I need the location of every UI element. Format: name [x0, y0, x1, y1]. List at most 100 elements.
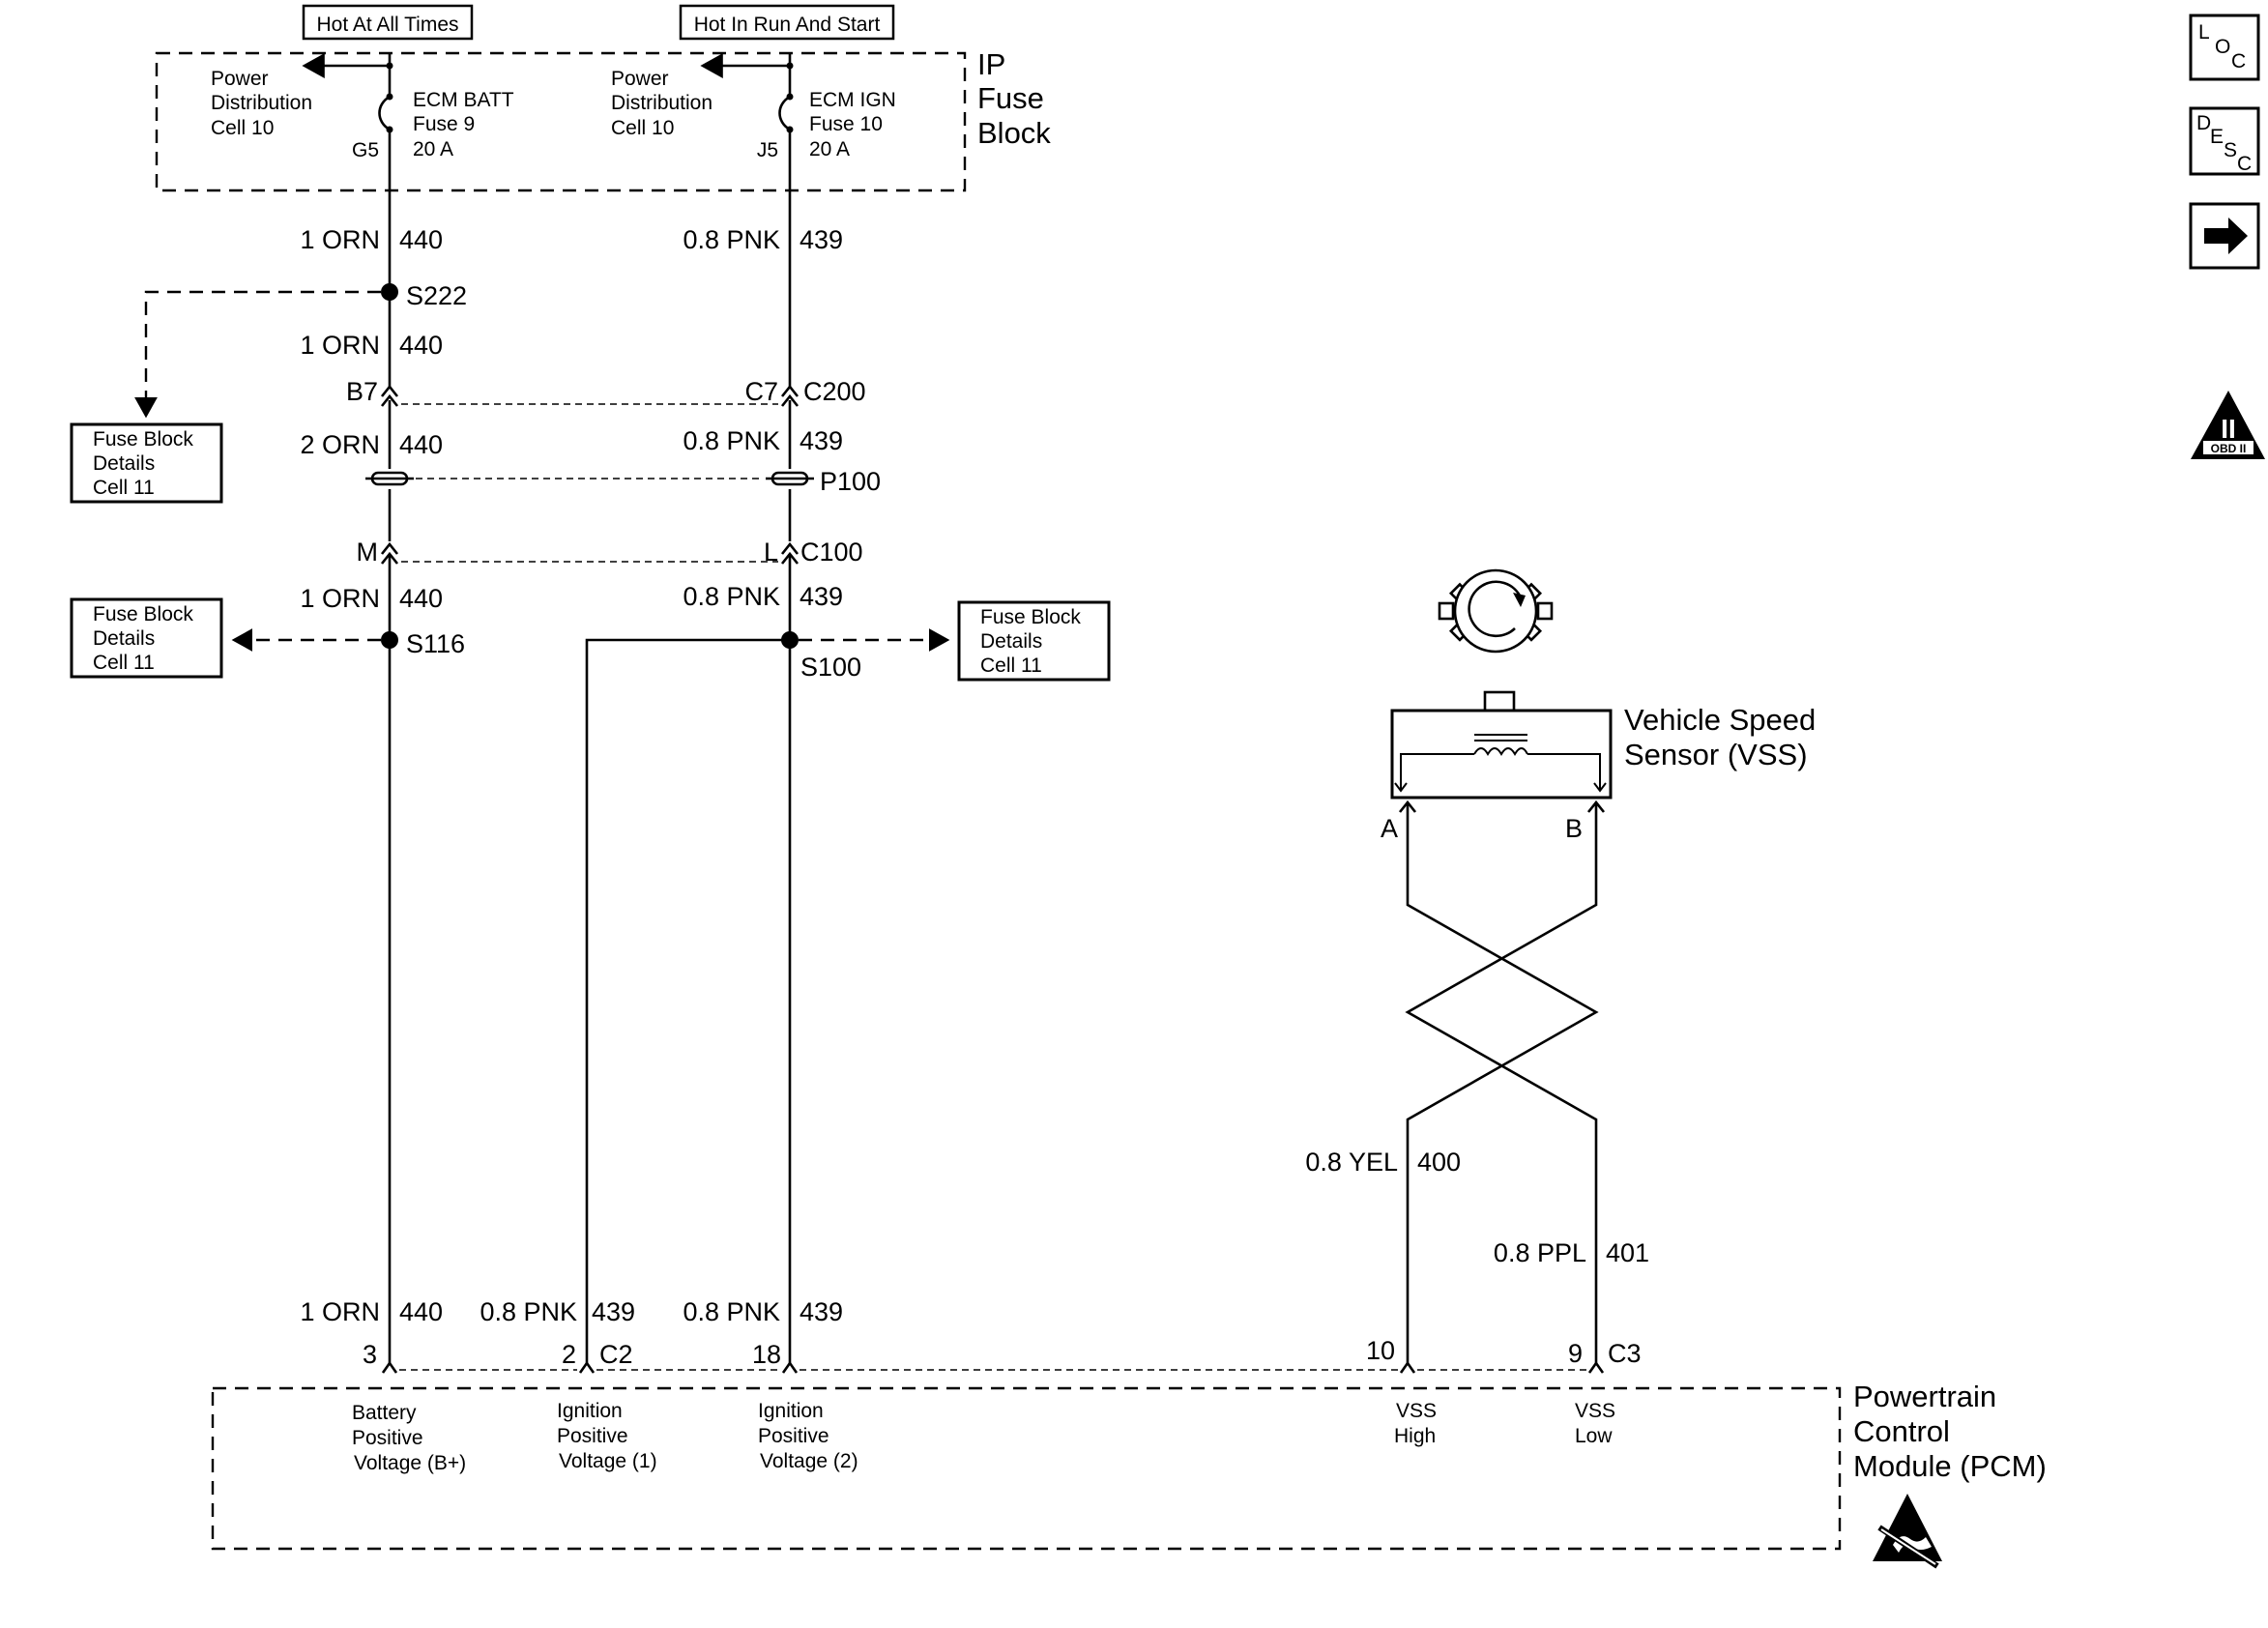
power-distribution-label-right-2: Distribution [611, 92, 712, 114]
svg-text:S: S [2224, 139, 2237, 161]
wire-circuit-401: 401 [1606, 1238, 1649, 1267]
pcm-title-2: Control [1853, 1414, 1950, 1448]
power-distribution-label-left-2: Distribution [211, 92, 312, 114]
fuse-block-details-box-1: Fuse Block Details Cell 11 [70, 422, 223, 504]
vss-reluctor-icon [1438, 568, 1554, 654]
wire-label-08-pnk-5: 0.8 PNK [683, 1297, 780, 1326]
wire-439-branch-ign1 [585, 638, 790, 1353]
svg-text:Hot In Run And Start: Hot In Run And Start [694, 14, 881, 36]
fuse-10-label: Fuse 10 [809, 113, 883, 135]
pcm-outline [211, 1386, 1842, 1551]
splice-s116: S116 [381, 629, 465, 658]
wire-circuit-440-3: 440 [399, 430, 443, 459]
connector-c7: C7 [744, 377, 778, 406]
vss-label: Vehicle Speed [1624, 703, 1816, 737]
pcm-ign1-label-2: Positive [557, 1425, 628, 1447]
wire-circuit-439-5: 439 [800, 1297, 843, 1326]
vss-sensor-body [1390, 709, 1613, 799]
fuse-block-details-box-3: Fuse Block Details Cell 11 [957, 600, 1111, 682]
svg-text:S100: S100 [800, 653, 861, 682]
loc-button[interactable]: L O C [2189, 14, 2260, 81]
svg-text:Hot At All Times: Hot At All Times [316, 14, 458, 36]
svg-text:L: L [2198, 21, 2210, 44]
wire-label-1-orn-4: 1 ORN [300, 1297, 380, 1326]
vss-sensor-stem [1483, 690, 1516, 712]
connector-b7: B7 [346, 377, 378, 406]
ip-fuse-block-outline [155, 51, 967, 192]
passthrough-p100 [365, 471, 814, 486]
splice-s222: S222 [381, 281, 467, 310]
connector-l: L [764, 538, 778, 567]
svg-text:Cell 11: Cell 11 [93, 477, 155, 499]
wire-circuit-440: 440 [399, 225, 443, 254]
passthrough-p100-label: P100 [820, 467, 881, 496]
pcm-pin-2: 2 [562, 1340, 576, 1369]
pcm-pin-9: 9 [1568, 1339, 1583, 1368]
vss-label-2: Sensor (VSS) [1624, 738, 1808, 771]
pcm-battery-label-3: Voltage (B+) [354, 1452, 466, 1474]
wire-circuit-439-2: 439 [800, 426, 843, 455]
fuse-10-rating: 20 A [809, 138, 850, 160]
svg-text:Fuse Block: Fuse Block [980, 606, 1081, 628]
svg-text:Details: Details [93, 627, 155, 650]
obd-ii-button[interactable]: II OBD II [2191, 391, 2265, 459]
pcm-connector-terminals [381, 1353, 1605, 1374]
svg-text:Cell 11: Cell 11 [93, 652, 155, 674]
desc-button[interactable]: D E S C [2189, 106, 2260, 176]
fuse-block-details-box-2: Fuse Block Details Cell 11 [70, 597, 223, 679]
next-arrow-button[interactable] [2189, 202, 2260, 270]
power-distribution-label-left: Power [211, 68, 269, 90]
svg-text:S222: S222 [406, 281, 467, 310]
svg-text:C: C [2237, 153, 2252, 175]
svg-text:Cell 11: Cell 11 [980, 654, 1042, 677]
splice-s100: S100 [781, 631, 861, 682]
svg-text:OBD II: OBD II [2211, 442, 2247, 455]
wire-label-1-orn: 1 ORN [300, 225, 380, 254]
pcm-vss-high-label-2: High [1394, 1425, 1436, 1447]
ip-fuse-block-title-3: Block [977, 116, 1051, 150]
pcm-title: Powertrain [1853, 1380, 1996, 1413]
svg-text:Details: Details [980, 630, 1042, 653]
fuse-9-label: Fuse 9 [413, 113, 475, 135]
wire-label-08-ppl: 0.8 PPL [1494, 1238, 1586, 1267]
svg-text:S116: S116 [406, 629, 465, 658]
wire-label-08-pnk-3: 0.8 PNK [683, 582, 780, 611]
connector-m: M [357, 538, 379, 567]
pcm-connector-c2: C2 [599, 1340, 633, 1369]
connector-c200 [380, 384, 800, 407]
svg-text:Details: Details [93, 452, 155, 475]
wire-circuit-439: 439 [800, 225, 843, 254]
wire-label-1-orn-2: 1 ORN [300, 331, 380, 360]
svg-text:E: E [2210, 126, 2224, 148]
wire-circuit-440-4: 440 [399, 584, 443, 613]
svg-text:Fuse Block: Fuse Block [93, 603, 193, 625]
wire-circuit-440-2: 440 [399, 331, 443, 360]
wire-label-08-pnk: 0.8 PNK [683, 225, 780, 254]
ecm-ign-label: ECM IGN [809, 89, 896, 111]
svg-text:II: II [2221, 414, 2236, 444]
vss-pin-b: B [1565, 814, 1583, 843]
wire-label-08-yel: 0.8 YEL [1305, 1148, 1398, 1177]
power-distribution-cell-left: Cell 10 [211, 117, 274, 139]
hot-at-all-times-label: Hot At All Times [302, 4, 474, 41]
connector-c200-label: C200 [803, 377, 866, 406]
terminal-g5: G5 [352, 139, 379, 161]
pcm-vss-low-label-2: Low [1575, 1425, 1613, 1447]
vss-pin-a: A [1381, 814, 1398, 843]
pcm-ign2-label: Ignition [758, 1400, 824, 1422]
fuse-9-rating: 20 A [413, 138, 453, 160]
wire-label-08-pnk-2: 0.8 PNK [683, 426, 780, 455]
wire-label-08-pnk-4: 0.8 PNK [480, 1297, 577, 1326]
svg-text:D: D [2196, 112, 2211, 134]
esd-warning-icon [1873, 1494, 1942, 1569]
wire-circuit-439-3: 439 [800, 582, 843, 611]
ecm-batt-label: ECM BATT [413, 89, 514, 111]
wire-label-1-orn-3: 1 ORN [300, 584, 380, 613]
connector-c100 [380, 541, 800, 565]
ip-fuse-block-title-2: Fuse [977, 81, 1044, 115]
svg-text:O: O [2215, 36, 2230, 58]
pcm-pin-3: 3 [363, 1340, 377, 1369]
pcm-vss-low-label: VSS [1575, 1400, 1615, 1422]
pcm-pin-18: 18 [752, 1340, 781, 1369]
